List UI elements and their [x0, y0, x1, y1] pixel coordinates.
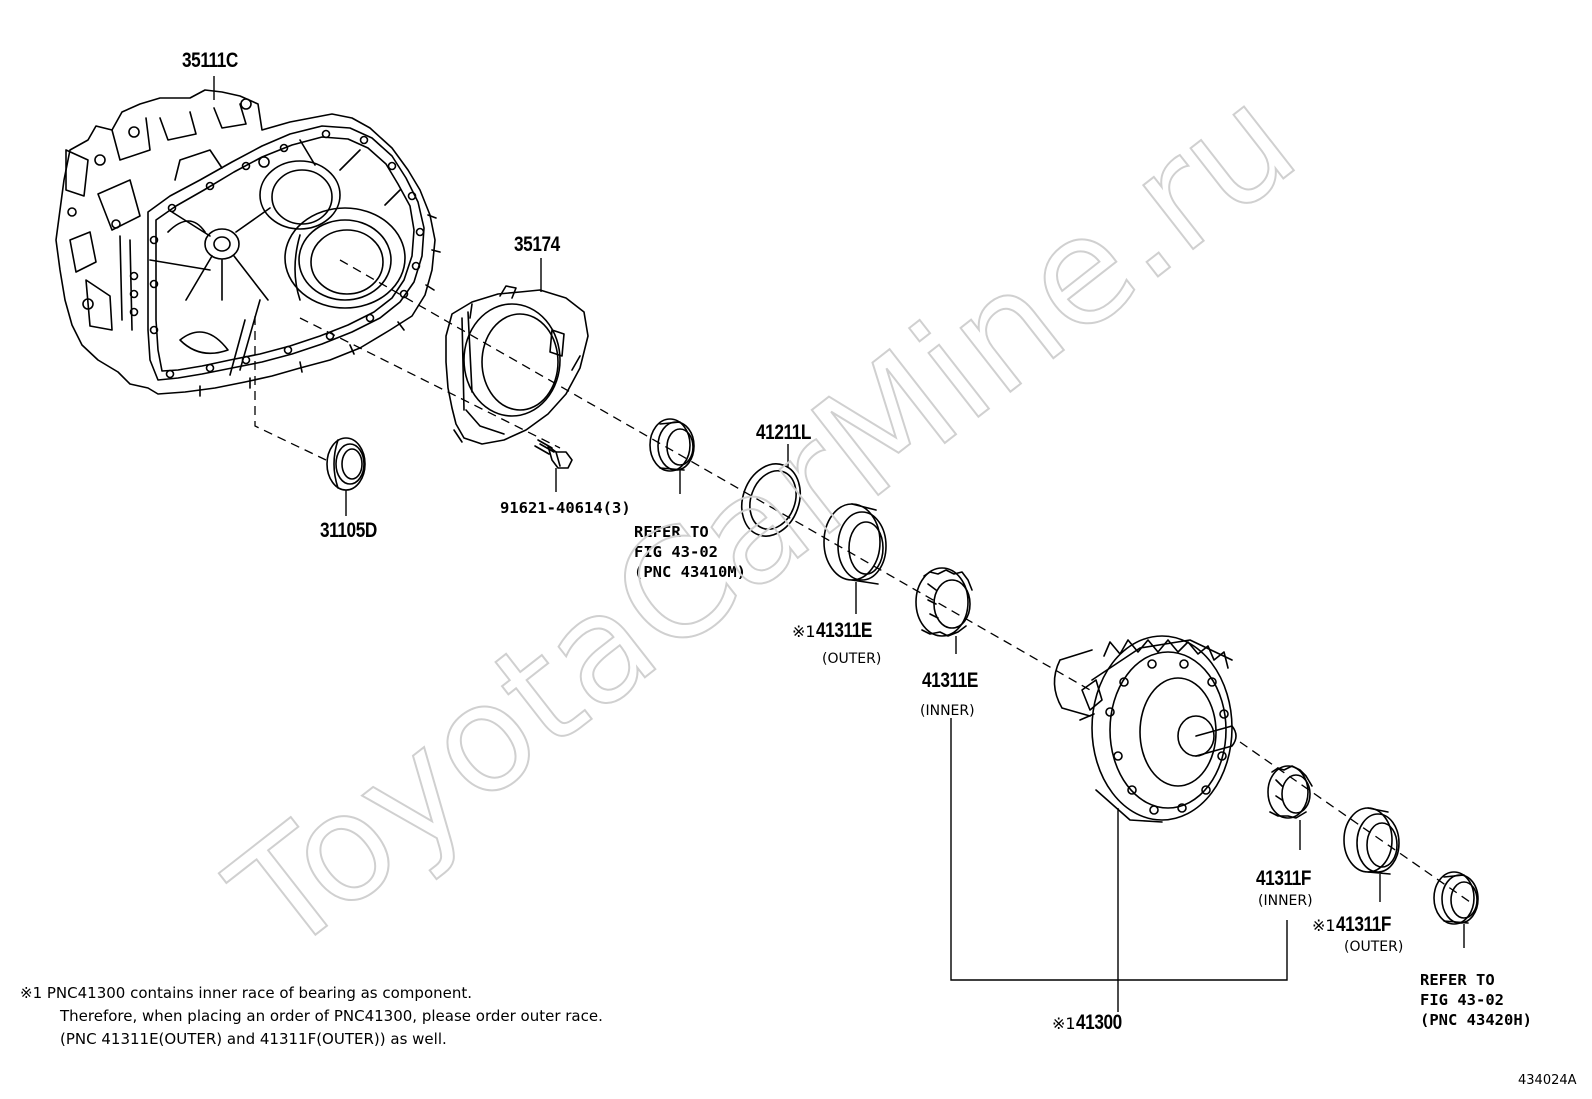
- ref-line-1: REFER TO: [1420, 971, 1495, 989]
- part-sub-inner-e: (INNER): [920, 703, 975, 719]
- transaxle-housing: [55, 89, 441, 397]
- footnote-mark: ※1: [1052, 1014, 1076, 1033]
- part-label-41211l: 41211L: [756, 421, 812, 444]
- differential-assembly: [1053, 635, 1237, 823]
- ref-line-2: FIG 43-02: [1420, 991, 1504, 1009]
- part-label-41311e-inner: 41311E: [922, 669, 978, 692]
- ref-note-43420h: REFER TO FIG 43-02 (PNC 43420H): [1420, 970, 1532, 1030]
- part-label-41311f-outer: ※141311F: [1312, 914, 1403, 935]
- part-label-41311f-inner: 41311F: [1256, 867, 1312, 890]
- ref-line-1: REFER TO: [634, 523, 709, 541]
- ref-line-3: (PNC 43410M): [634, 563, 746, 581]
- bearing-retainer: [445, 285, 589, 445]
- part-sub-outer-e: (OUTER): [822, 651, 882, 667]
- part-label-91621: 91621-40614(3): [500, 499, 631, 517]
- outer-race-41311e: [823, 503, 887, 585]
- ref-line-3: (PNC 43420H): [1420, 1011, 1532, 1029]
- part-label-41300: ※141300: [1052, 1012, 1132, 1033]
- oil-seal-ref-43420h: [1433, 871, 1479, 925]
- bolt-91621: [534, 439, 573, 469]
- outer-race-41311f: [1343, 807, 1400, 875]
- shim-41211l: [741, 463, 801, 537]
- oil-seal-31105d: [326, 437, 366, 491]
- bearing-inner-41311e: [915, 567, 973, 637]
- footnote-line-1: ※1 PNC41300 contains inner race of beari…: [20, 984, 473, 1002]
- bearing-inner-41311f: [1267, 765, 1313, 819]
- axis-lines: [254, 259, 1471, 903]
- footnote-line-2: Therefore, when placing an order of PNC4…: [60, 1007, 603, 1025]
- ref-line-2: FIG 43-02: [634, 543, 718, 561]
- part-label-35111c: 35111C: [182, 49, 238, 72]
- part-sub-outer-f: (OUTER): [1344, 939, 1404, 955]
- part-label-35174: 35174: [514, 233, 560, 256]
- oil-seal-ref-43410m: [649, 418, 695, 472]
- footnote-mark: ※1: [1312, 916, 1336, 935]
- part-label-41311e-outer: ※141311E: [792, 620, 884, 641]
- part-number: 41311F: [1335, 913, 1391, 936]
- part-sub-inner-f: (INNER): [1258, 893, 1313, 909]
- part-label-31105d: 31105D: [320, 519, 377, 542]
- footnote-line-3: (PNC 41311E(OUTER) and 41311F(OUTER)) as…: [60, 1030, 447, 1048]
- footnote: ※1 PNC41300 contains inner race of beari…: [20, 982, 603, 1051]
- part-number: 41311E: [815, 619, 872, 642]
- figure-id: 434024A: [1518, 1073, 1577, 1088]
- part-number: 41300: [1075, 1011, 1122, 1034]
- leader-lines: [213, 76, 1465, 1012]
- footnote-mark: ※1: [792, 622, 816, 641]
- ref-note-43410m: REFER TO FIG 43-02 (PNC 43410M): [634, 522, 746, 582]
